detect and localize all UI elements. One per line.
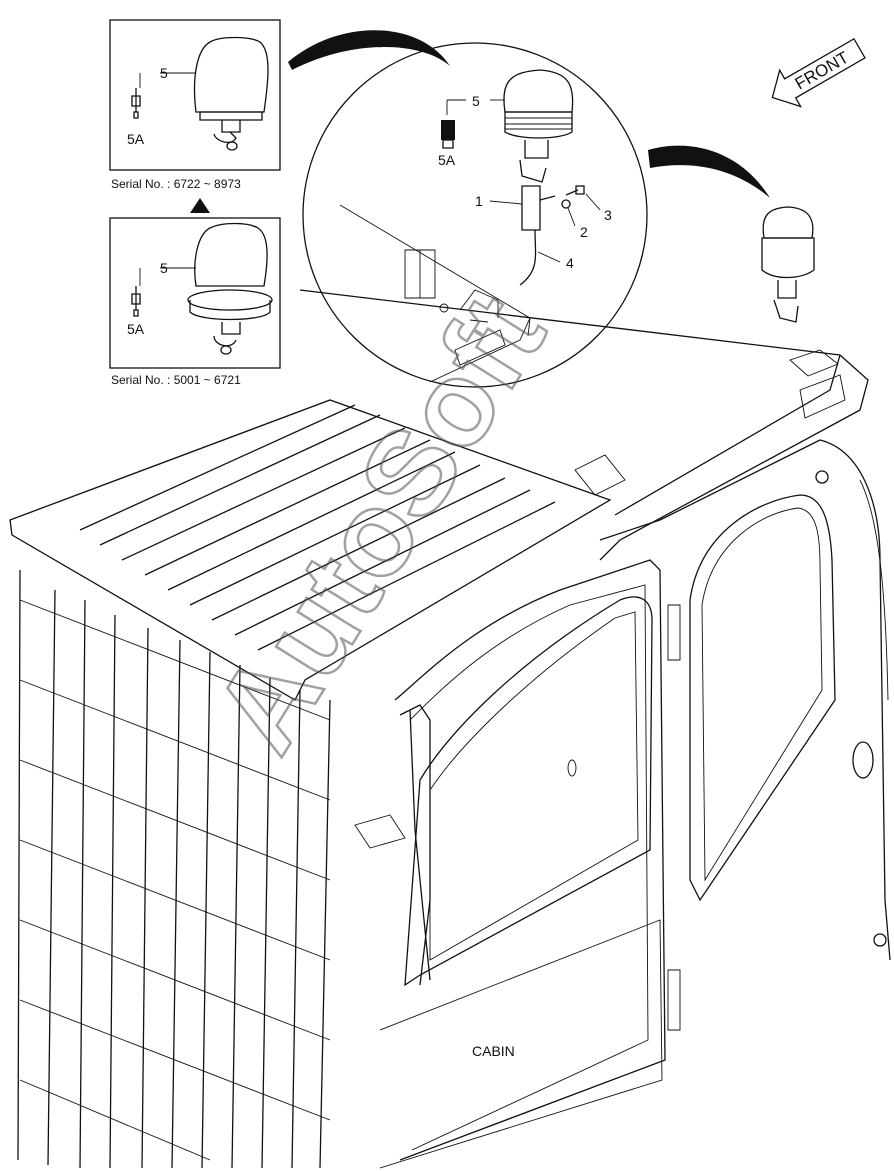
- beacon-lamp-icon: [761, 206, 815, 323]
- inset-bottom-label-5a: 5A: [127, 321, 145, 337]
- link-arrow-left: [288, 30, 450, 71]
- inset-top-frame: [109, 19, 281, 171]
- inset-top-serial: Serial No. : 6722 ~ 8973: [111, 177, 241, 191]
- inset-bottom: 5 5A: [109, 217, 281, 369]
- detail-label-1: 1: [475, 193, 483, 209]
- detail-label-5a: 5A: [438, 152, 456, 168]
- detail-label-5: 5: [472, 93, 480, 109]
- bulb-icon: [131, 88, 141, 119]
- inset-top-label-5a: 5A: [127, 131, 145, 147]
- beacon-lamp-icon: [503, 69, 574, 286]
- link-arrow-right: [648, 145, 770, 198]
- detail-label-4: 4: [566, 255, 574, 271]
- inset-bottom-frame: [109, 217, 281, 369]
- beacon-lamp-icon: [193, 36, 269, 151]
- detail-circle: 5 5A 1 2 3 4: [302, 42, 648, 388]
- inset-bottom-serial: Serial No. : 5001 ~ 6721: [111, 373, 241, 387]
- washer-icon: [561, 199, 571, 209]
- cabin-structure: [9, 289, 891, 1169]
- front-guard: [17, 569, 331, 1169]
- bulb-icon: [441, 120, 455, 149]
- detail-label-2: 2: [580, 224, 588, 240]
- inset-bottom-label-5: 5: [160, 260, 168, 276]
- front-arrow-icon: FRONT: [771, 37, 866, 108]
- inset-top: 5 5A: [109, 19, 281, 171]
- beacon-lamp-icon: [187, 222, 273, 355]
- bolt-icon: [575, 185, 585, 195]
- bulb-icon: [131, 286, 141, 317]
- detail-label-3: 3: [604, 207, 612, 223]
- triangle-up-icon: [190, 198, 210, 213]
- inset-top-label-5: 5: [160, 65, 168, 81]
- cabin-label: CABIN: [472, 1043, 515, 1059]
